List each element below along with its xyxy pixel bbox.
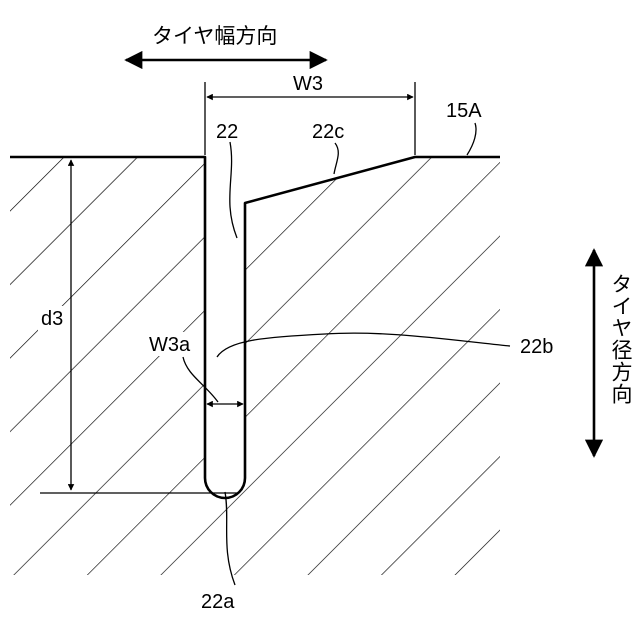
22-leader-line bbox=[230, 142, 237, 238]
depth-label: d3 bbox=[41, 309, 63, 329]
bottom-width-label: W3a bbox=[149, 335, 190, 355]
radial-direction-label: タイヤ径方向 bbox=[610, 273, 631, 405]
groove-label: 22 bbox=[216, 122, 238, 142]
tread-rubber-hatching bbox=[0, 150, 520, 590]
width-direction-label: タイヤ幅方向 bbox=[152, 26, 277, 47]
w3-label: W3 bbox=[293, 74, 323, 94]
15a-leader-line bbox=[467, 123, 476, 155]
tread-surface-label: 15A bbox=[446, 101, 482, 121]
side-wall-label: 22b bbox=[520, 337, 553, 357]
chamfer-label: 22c bbox=[312, 122, 344, 142]
groove-bottom-label: 22a bbox=[201, 592, 234, 612]
22c-leader-line bbox=[334, 143, 338, 174]
